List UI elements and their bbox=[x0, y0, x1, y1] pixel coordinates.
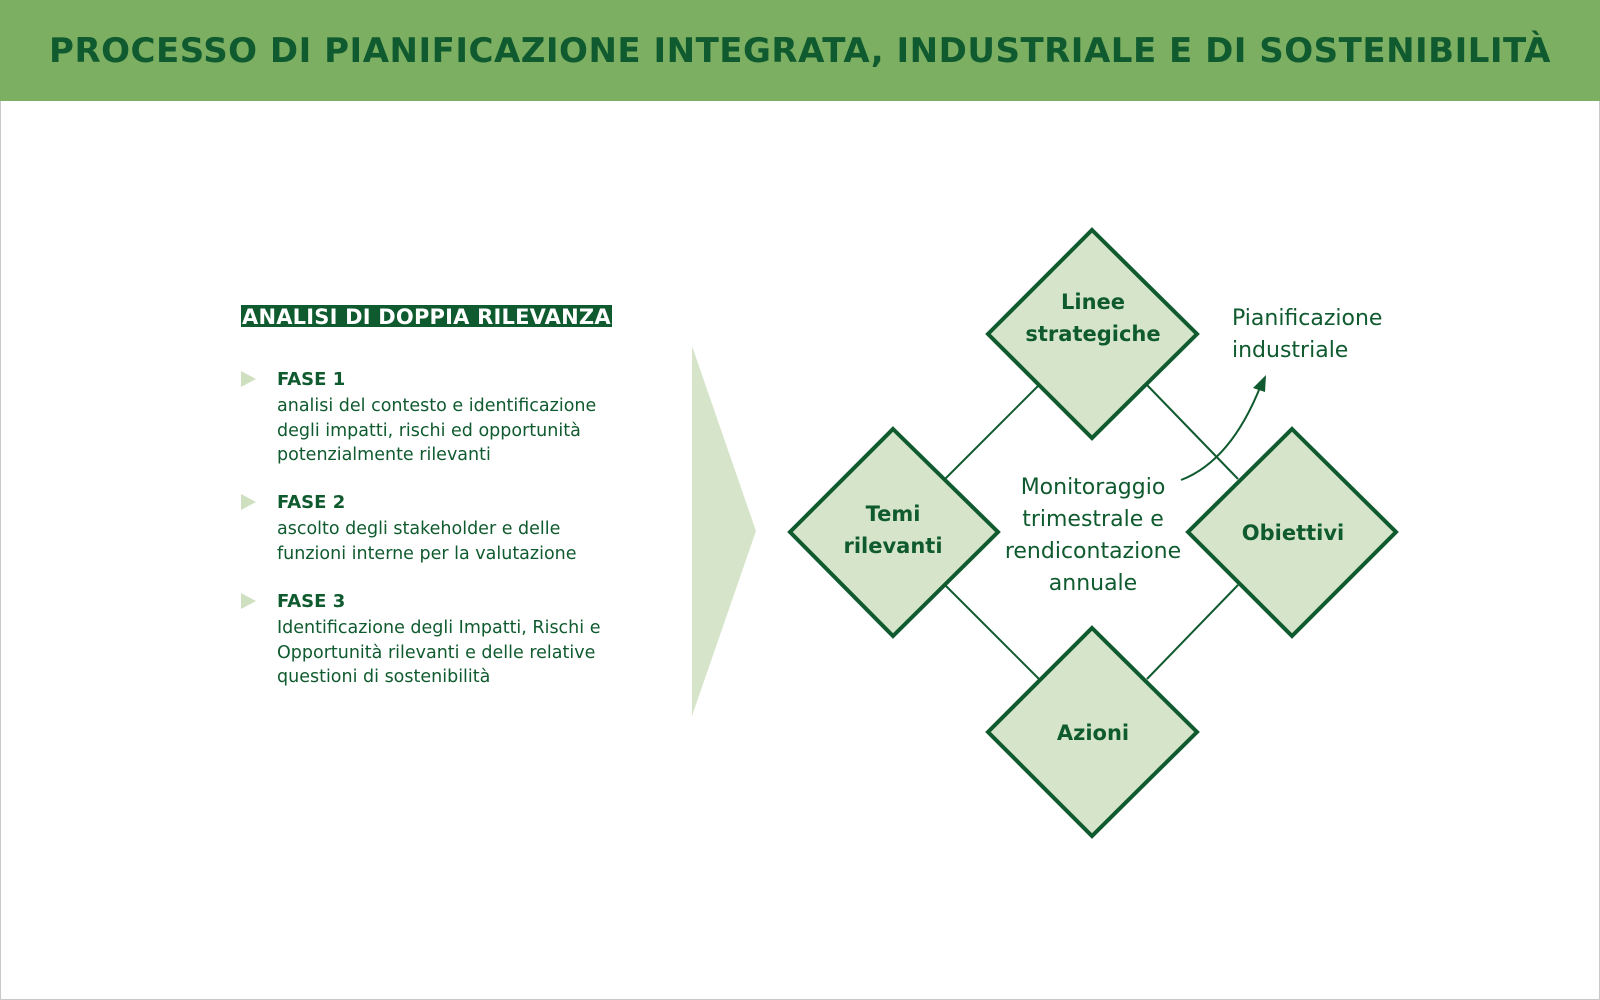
curved-arrow-line bbox=[1180, 384, 1262, 481]
node-label-line: Azioni bbox=[1056, 721, 1130, 745]
center-label-line: trimestrale e bbox=[1022, 507, 1164, 532]
connector-line bbox=[1146, 584, 1239, 680]
phase-description: ascolto degli stakeholder e delle funzio… bbox=[277, 517, 667, 566]
page-title: PROCESSO DI PIANIFICAZIONE INTEGRATA, IN… bbox=[49, 30, 1551, 71]
side-label-industrial-planning: Pianificazione industriale bbox=[1232, 303, 1382, 367]
diamond-node-left bbox=[787, 426, 1001, 639]
section-heading-double-materiality: ANALISI DI DOPPIA RILEVANZA bbox=[241, 305, 612, 329]
connector-line bbox=[944, 384, 1040, 480]
phase-description-line: analisi del contesto e identificazione bbox=[277, 396, 597, 416]
node-label-actions: Azioni bbox=[998, 717, 1188, 749]
connector-line bbox=[944, 584, 1040, 680]
phase-description: analisi del contesto e identificazione d… bbox=[277, 394, 667, 468]
planning-cycle-diagram: Linee strategiche Temi rilevanti Obietti… bbox=[780, 220, 1420, 850]
connector-lines bbox=[944, 384, 1239, 680]
side-label-line: Pianificazione bbox=[1232, 306, 1383, 331]
chevron-arrow-icon bbox=[692, 346, 756, 716]
phase-description-line: degli impatti, rischi ed opportunità bbox=[277, 420, 581, 441]
phase-title: FASE 2 bbox=[277, 492, 346, 513]
triangle-bullet-icon bbox=[241, 593, 256, 609]
phase-description-line: funzioni interne per la valutazione bbox=[277, 543, 577, 564]
node-label-line: rilevanti bbox=[843, 534, 943, 558]
phase-description: Identificazione degli Impatti, Rischi e … bbox=[277, 616, 667, 690]
node-label-strategic-lines: Linee strategiche bbox=[998, 286, 1188, 350]
center-label-monitoring: Monitoraggio trimestrale e rendicontazio… bbox=[978, 472, 1208, 600]
node-label-line: Linee bbox=[1060, 290, 1125, 314]
diamond-nodes bbox=[787, 227, 1399, 839]
node-label-relevant-topics: Temi rilevanti bbox=[798, 498, 988, 562]
diamond-node-right bbox=[1185, 426, 1399, 639]
connector-line bbox=[1146, 384, 1239, 480]
phase-title: FASE 3 bbox=[277, 591, 346, 612]
diamond-node-top bbox=[985, 227, 1200, 441]
arrow-head-icon bbox=[1253, 375, 1266, 392]
header-banner: PROCESSO DI PIANIFICAZIONE INTEGRATA, IN… bbox=[0, 0, 1600, 101]
node-label-objectives: Obiettivi bbox=[1198, 517, 1388, 549]
phase-description-line: questioni di sostenibilità bbox=[277, 667, 491, 687]
center-label-line: Monitoraggio bbox=[1020, 475, 1166, 500]
center-label-line: rendicontazione bbox=[1004, 539, 1182, 564]
triangle-bullet-icon bbox=[241, 494, 256, 510]
phase-title: FASE 1 bbox=[277, 369, 346, 390]
phase-description-line: Opportunità rilevanti e delle relative bbox=[277, 642, 596, 663]
node-label-line: strategiche bbox=[1025, 322, 1161, 346]
phase-description-line: potenzialmente rilevanti bbox=[277, 445, 491, 465]
phase-description-line: Identificazione degli Impatti, Rischi e bbox=[277, 618, 601, 638]
side-label-line: industriale bbox=[1232, 338, 1349, 363]
phase-description-line: ascolto degli stakeholder e delle bbox=[277, 519, 561, 539]
node-label-line: Obiettivi bbox=[1241, 521, 1345, 545]
center-label-line: annuale bbox=[1048, 571, 1138, 596]
cycle-graphic bbox=[787, 227, 1399, 839]
triangle-bullet-icon bbox=[241, 371, 256, 387]
node-label-line: Temi bbox=[865, 502, 921, 526]
diamond-node-bottom bbox=[985, 625, 1200, 839]
